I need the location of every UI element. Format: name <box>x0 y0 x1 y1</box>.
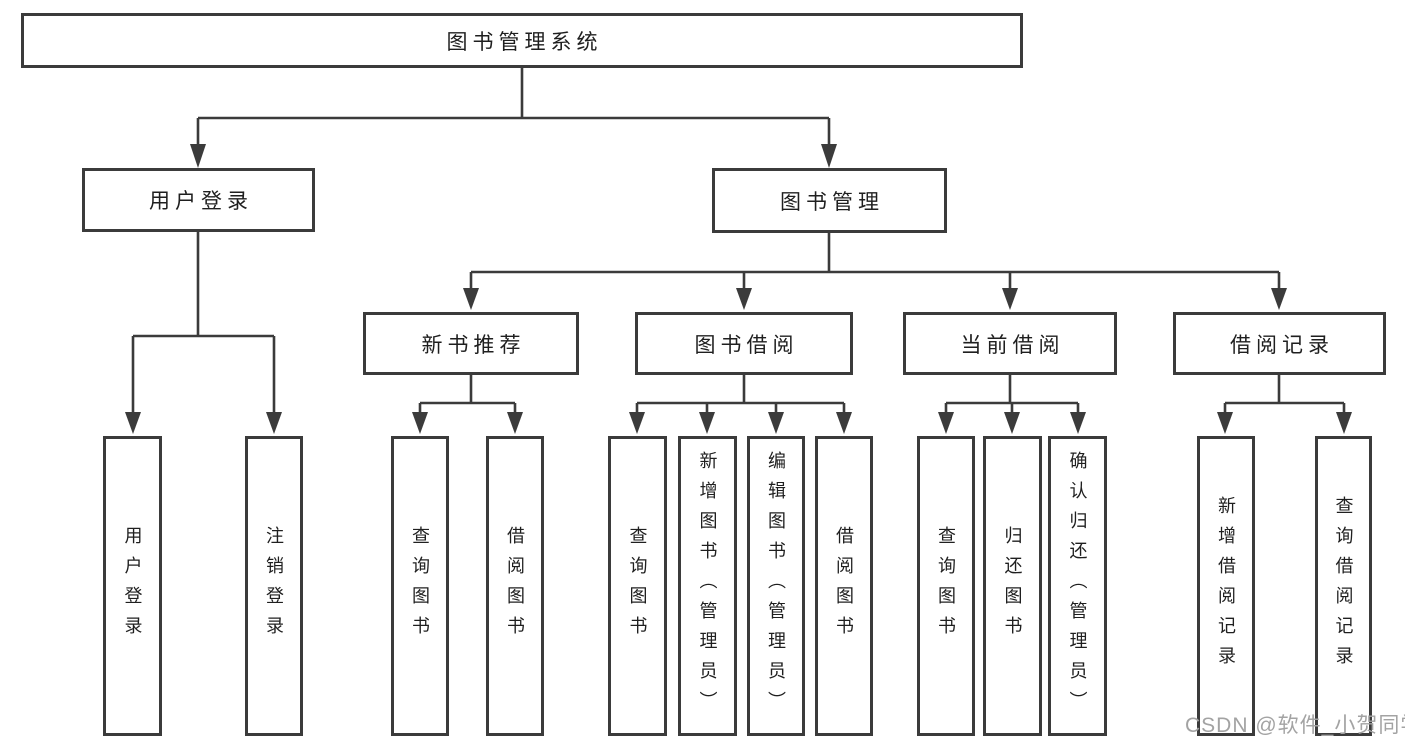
leaf-record-query-borrow-record-label: 查询借阅记录 <box>1333 496 1354 676</box>
leaf-user-login-label: 用户登录 <box>122 526 143 646</box>
leaf-borrow-edit-books-admin-label: 编辑图书（管理员） <box>766 451 786 721</box>
leaf-borrow-edit-books-admin: 编辑图书（管理员） <box>747 436 805 736</box>
leaf-current-query-books: 查询图书 <box>917 436 975 736</box>
leaf-user-login: 用户登录 <box>103 436 162 736</box>
leaf-newbook-borrow-books-label: 借阅图书 <box>505 526 525 646</box>
node-user-login: 用户登录 <box>82 168 315 232</box>
leaf-borrow-add-books-admin-label: 新增图书（管理员） <box>697 451 718 721</box>
node-book-borrow: 图书借阅 <box>635 312 853 375</box>
leaf-current-confirm-return-admin: 确认归还（管理员） <box>1048 436 1107 736</box>
leaf-borrow-query-books-label: 查询图书 <box>627 526 648 646</box>
leaf-newbook-query-books: 查询图书 <box>391 436 449 736</box>
leaf-record-add-borrow-record-label: 新增借阅记录 <box>1216 496 1236 676</box>
leaf-borrow-query-books: 查询图书 <box>608 436 667 736</box>
node-book-management: 图书管理 <box>712 168 947 233</box>
leaf-logout-label: 注销登录 <box>264 526 284 646</box>
leaf-borrow-borrow-books: 借阅图书 <box>815 436 873 736</box>
leaf-logout: 注销登录 <box>245 436 303 736</box>
node-root-system: 图书管理系统 <box>21 13 1023 68</box>
node-current-borrow: 当前借阅 <box>903 312 1117 375</box>
leaf-current-return-books-label: 归还图书 <box>1002 526 1023 646</box>
leaf-newbook-borrow-books: 借阅图书 <box>486 436 544 736</box>
node-new-book-recommend: 新书推荐 <box>363 312 579 375</box>
leaf-newbook-query-books-label: 查询图书 <box>410 526 430 646</box>
node-borrow-record: 借阅记录 <box>1173 312 1386 375</box>
leaf-current-return-books: 归还图书 <box>983 436 1042 736</box>
leaf-current-query-books-label: 查询图书 <box>936 526 956 646</box>
leaf-record-add-borrow-record: 新增借阅记录 <box>1197 436 1255 736</box>
csdn-watermark: CSDN @软件_小贺同学 <box>1185 714 1405 737</box>
leaf-borrow-borrow-books-label: 借阅图书 <box>834 526 854 646</box>
leaf-borrow-add-books-admin: 新增图书（管理员） <box>678 436 737 736</box>
leaf-record-query-borrow-record: 查询借阅记录 <box>1315 436 1372 736</box>
leaf-current-confirm-return-admin-label: 确认归还（管理员） <box>1067 451 1088 721</box>
